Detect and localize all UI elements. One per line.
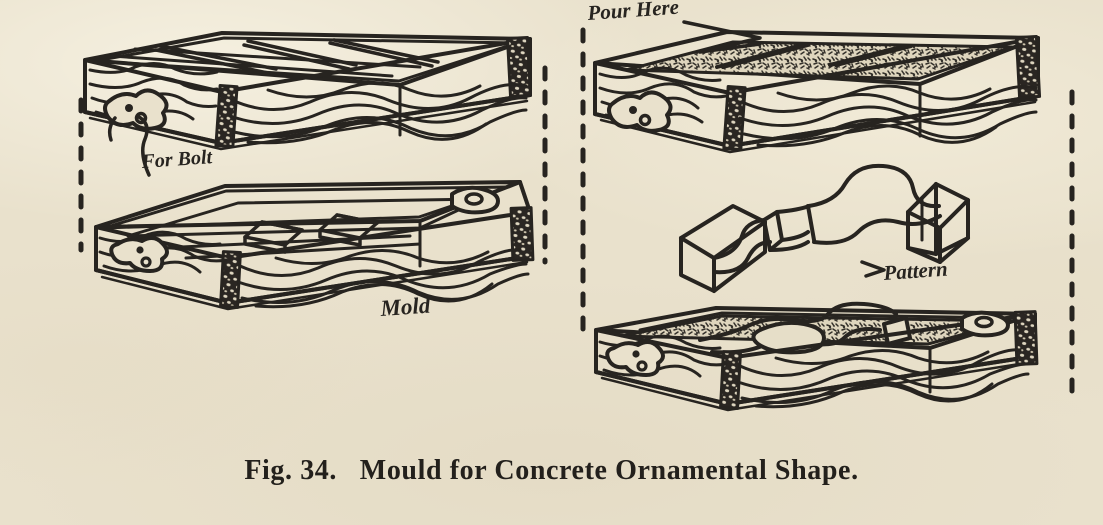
bolt-lug (607, 90, 673, 133)
bolt-eye-lug (960, 310, 1010, 338)
pattern-leader (860, 260, 886, 278)
end-grain-post (505, 36, 533, 98)
mould-box-open (94, 180, 535, 311)
bolt-lug (109, 236, 169, 273)
end-grain-post (219, 250, 242, 309)
bolt-lug (103, 88, 169, 131)
end-grain-post (719, 350, 742, 410)
label-mold: Mold (379, 293, 432, 322)
wood-grain (736, 348, 1030, 409)
pour-here-leader (682, 20, 762, 54)
turned-baluster-pattern (679, 163, 970, 293)
wood-grain (236, 248, 530, 309)
for-bolt-leader (137, 115, 151, 177)
pattern-impression (698, 301, 912, 355)
bolt-eye-lug (450, 185, 500, 215)
figure-caption: Fig. 34. Mould for Concrete Ornamental S… (244, 455, 859, 486)
mould-cover-underside (83, 31, 533, 177)
wood-grain (228, 81, 528, 145)
alignment-guides (78, 27, 1075, 403)
label-for-bolt: For Bolt (140, 146, 214, 173)
mould-box-with-pattern (594, 301, 1039, 412)
mould-cover-filled (593, 20, 1042, 154)
label-pour-here: Pour Here (586, 0, 680, 25)
end-grain-post (1013, 310, 1039, 366)
label-pattern: Pattern (882, 257, 949, 285)
bolt-lug (605, 340, 665, 377)
end-grain-post (509, 206, 535, 262)
wood-grain (738, 84, 1038, 148)
end-grain-post (1014, 35, 1042, 99)
